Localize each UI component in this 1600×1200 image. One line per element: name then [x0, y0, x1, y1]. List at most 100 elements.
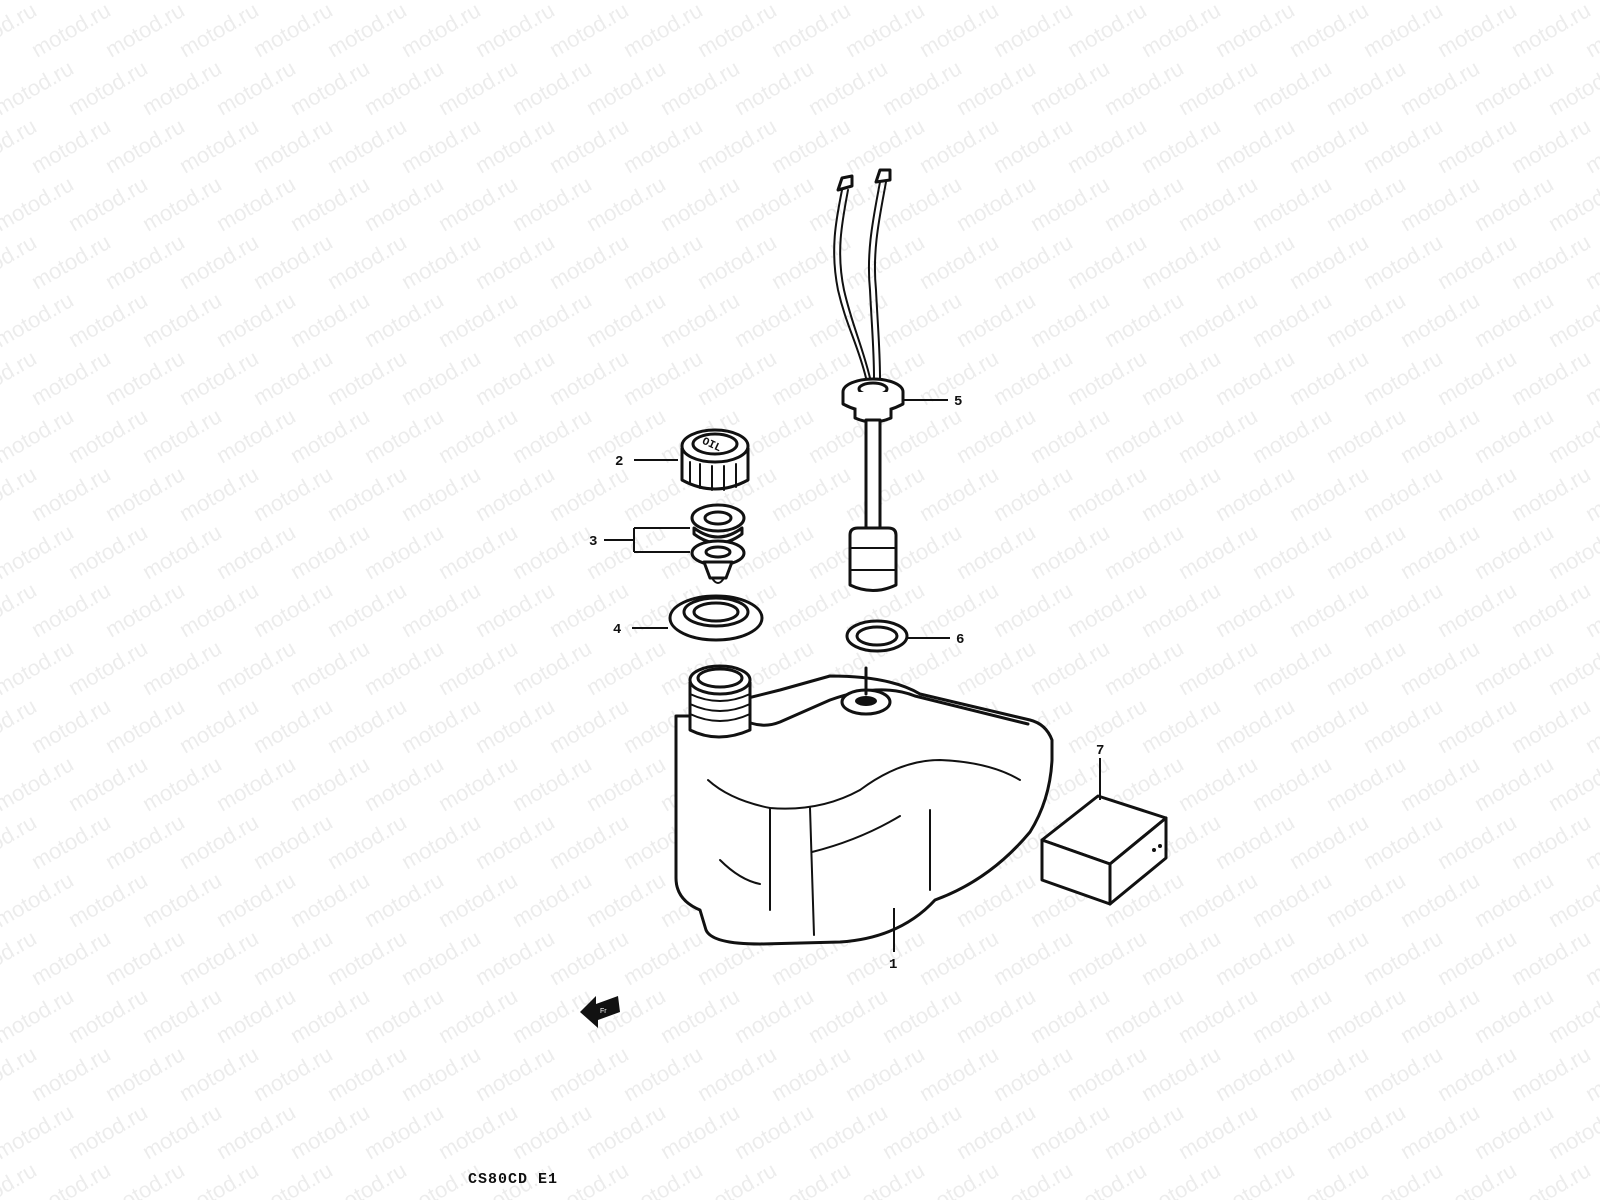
watermark-text: motod.ru: [730, 287, 818, 352]
watermark-text: motod.ru: [915, 925, 1003, 990]
watermark-text: motod.ru: [1322, 171, 1410, 236]
watermark-text: motod.ru: [471, 925, 559, 990]
watermark-text: motod.ru: [1248, 55, 1336, 120]
watermark-text: motod.ru: [286, 287, 374, 352]
watermark-text: motod.ru: [1470, 867, 1558, 932]
watermark-text: motod.ru: [101, 461, 189, 526]
watermark-text: motod.ru: [434, 519, 522, 584]
watermark-text: motod.ru: [1322, 403, 1410, 468]
watermark-text: motod.ru: [508, 403, 596, 468]
watermark-text: motod.ru: [175, 925, 263, 990]
watermark-text: motod.ru: [545, 229, 633, 294]
watermark-text: motod.ru: [1174, 0, 1262, 4]
watermark-text: motod.ru: [1211, 577, 1299, 642]
watermark-text: motod.ru: [656, 0, 744, 4]
watermark-text: motod.ru: [64, 0, 152, 4]
watermark-text: motod.ru: [1433, 461, 1521, 526]
watermark-text: motod.ru: [656, 171, 744, 236]
watermark-text: motod.ru: [249, 693, 337, 758]
watermark-text: motod.ru: [619, 925, 707, 990]
watermark-text: motod.ru: [323, 113, 411, 178]
watermark-text: motod.ru: [27, 809, 115, 874]
watermark-text: motod.ru: [1544, 171, 1600, 236]
watermark-text: motod.ru: [323, 577, 411, 642]
watermark-text: motod.ru: [1359, 345, 1447, 410]
watermark-text: motod.ru: [989, 925, 1077, 990]
watermark-text: motod.ru: [1470, 0, 1558, 4]
watermark-text: motod.ru: [508, 519, 596, 584]
watermark-text: motod.ru: [730, 983, 818, 1048]
watermark-text: motod.ru: [1063, 113, 1151, 178]
watermark-text: motod.ru: [397, 113, 485, 178]
watermark-text: motod.ru: [915, 0, 1003, 62]
watermark-text: motod.ru: [27, 693, 115, 758]
watermark-text: motod.ru: [693, 345, 781, 410]
watermark-text: motod.ru: [952, 0, 1040, 4]
watermark-text: motod.ru: [286, 171, 374, 236]
watermark-text: motod.ru: [804, 0, 892, 4]
watermark-text: motod.ru: [1248, 171, 1336, 236]
watermark-text: motod.ru: [545, 345, 633, 410]
watermark-text: motod.ru: [1063, 577, 1151, 642]
watermark-text: motod.ru: [64, 751, 152, 816]
watermark-text: motod.ru: [693, 1041, 781, 1106]
watermark-text: motod.ru: [1359, 1041, 1447, 1106]
watermark-text: motod.ru: [1026, 287, 1114, 352]
watermark-text: motod.ru: [730, 0, 818, 4]
watermark-text: motod.ru: [323, 1041, 411, 1106]
watermark-text: motod.ru: [508, 55, 596, 120]
watermark-text: motod.ru: [619, 0, 707, 62]
watermark-text: motod.ru: [1396, 55, 1484, 120]
fuel-gauge-sender: [833, 168, 905, 592]
watermark-text: motod.ru: [1433, 925, 1521, 990]
watermark-text: motod.ru: [1359, 809, 1447, 874]
watermark-text: motod.ru: [1248, 403, 1336, 468]
watermark-text: motod.ru: [0, 867, 78, 932]
watermark-text: motod.ru: [878, 983, 966, 1048]
watermark-text: motod.ru: [1211, 113, 1299, 178]
callout-2: 2: [615, 454, 623, 470]
watermark-text: motod.ru: [471, 229, 559, 294]
watermark-text: motod.ru: [138, 519, 226, 584]
watermark-text: motod.ru: [360, 519, 448, 584]
watermark-text: motod.ru: [1322, 519, 1410, 584]
watermark-text: motod.ru: [249, 0, 337, 62]
watermark-text: motod.ru: [64, 983, 152, 1048]
watermark-text: motod.ru: [582, 287, 670, 352]
watermark-text: motod.ru: [1137, 113, 1225, 178]
watermark-text: motod.ru: [212, 867, 300, 932]
watermark-text: motod.ru: [730, 55, 818, 120]
watermark-text: motod.ru: [841, 0, 929, 62]
watermark-text: motod.ru: [1063, 229, 1151, 294]
watermark-text: motod.ru: [1248, 867, 1336, 932]
watermark-text: motod.ru: [1026, 519, 1114, 584]
watermark-text: motod.ru: [508, 983, 596, 1048]
watermark-text: motod.ru: [1026, 635, 1114, 700]
watermark-text: motod.ru: [1100, 1099, 1188, 1164]
watermark-text: motod.ru: [1285, 229, 1373, 294]
watermark-text: motod.ru: [471, 1041, 559, 1106]
watermark-text: motod.ru: [64, 403, 152, 468]
watermark-text: motod.ru: [360, 867, 448, 932]
watermark-text: motod.ru: [138, 403, 226, 468]
watermark-text: motod.ru: [1248, 0, 1336, 4]
watermark-text: motod.ru: [286, 751, 374, 816]
watermark-text: motod.ru: [434, 287, 522, 352]
watermark-text: motod.ru: [1100, 55, 1188, 120]
watermark-text: motod.ru: [1137, 577, 1225, 642]
watermark-text: motod.ru: [397, 0, 485, 62]
watermark-text: motod.ru: [1359, 0, 1447, 62]
watermark-text: motod.ru: [508, 867, 596, 932]
watermark-text: motod.ru: [212, 635, 300, 700]
watermark-text: motod.ru: [434, 171, 522, 236]
watermark-text: motod.ru: [1137, 925, 1225, 990]
watermark-text: motod.ru: [730, 1099, 818, 1164]
watermark-text: motod.ru: [249, 229, 337, 294]
watermark-text: motod.ru: [360, 751, 448, 816]
watermark-text: motod.ru: [1507, 461, 1595, 526]
watermark-text: motod.ru: [1396, 983, 1484, 1048]
watermark-text: motod.ru: [1433, 345, 1521, 410]
watermark-text: motod.ru: [545, 925, 633, 990]
watermark-text: motod.ru: [1322, 0, 1410, 4]
watermark-text: motod.ru: [27, 1041, 115, 1106]
